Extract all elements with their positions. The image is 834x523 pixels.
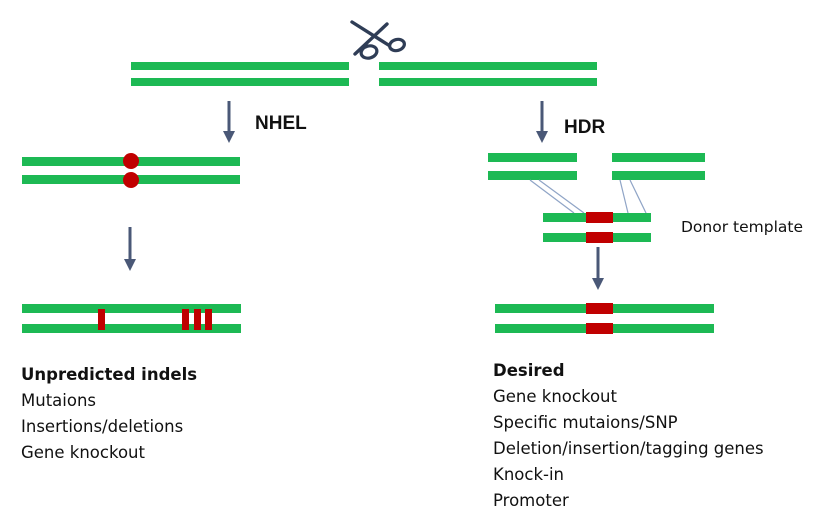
hdr-insert-bottom	[586, 323, 613, 334]
indel-mark	[98, 309, 105, 330]
hdr-broken-dna	[488, 153, 705, 180]
indel-mark	[194, 309, 201, 330]
ligation-site-top	[123, 153, 139, 169]
hdr-outcome-item: Specific mutaions/SNP	[493, 413, 678, 432]
hdr-outcome-heading: Desired	[493, 361, 565, 380]
hdr-outcome-item: Knock-in	[493, 465, 564, 484]
donor-insert-top	[586, 212, 613, 223]
cut-dna-left	[131, 62, 349, 86]
arrow-to-nhel	[223, 101, 235, 143]
hdr-result-dna	[495, 303, 714, 334]
cut-dna-right	[379, 62, 597, 86]
scissors-icon	[350, 20, 406, 60]
nhel-repaired-dna	[22, 153, 240, 188]
indel-mark	[182, 309, 189, 330]
hdr-label: HDR	[564, 117, 606, 138]
ligation-site-bottom	[123, 172, 139, 188]
nhel-outcome-item: Gene knockout	[21, 443, 145, 462]
donor-template-dna	[543, 212, 651, 243]
nhel-label: NHEL	[255, 113, 307, 134]
nhel-indel-dna	[22, 304, 241, 333]
hdr-outcome-list: Desired Gene knockout Specific mutaions/…	[493, 358, 764, 514]
homology-connectors	[529, 179, 647, 214]
nhel-outcome-item: Insertions/deletions	[21, 417, 184, 436]
hdr-insert-top	[586, 303, 613, 314]
arrow-to-hdr	[536, 101, 548, 143]
arrow-to-indels	[124, 227, 136, 271]
hdr-outcome-item: Deletion/insertion/tagging genes	[493, 439, 764, 458]
donor-insert-bottom	[586, 232, 613, 243]
nhel-outcome-item: Mutaions	[21, 391, 97, 410]
nhel-outcome-list: Unpredicted indels Mutaions Insertions/d…	[21, 362, 197, 466]
hdr-outcome-item: Gene knockout	[493, 387, 617, 406]
arrow-to-hdr-result	[592, 247, 604, 290]
indel-mark	[205, 309, 212, 330]
nhel-outcome-heading: Unpredicted indels	[21, 365, 198, 384]
hdr-outcome-item: Promoter	[493, 491, 569, 510]
donor-template-label: Donor template	[681, 218, 803, 236]
